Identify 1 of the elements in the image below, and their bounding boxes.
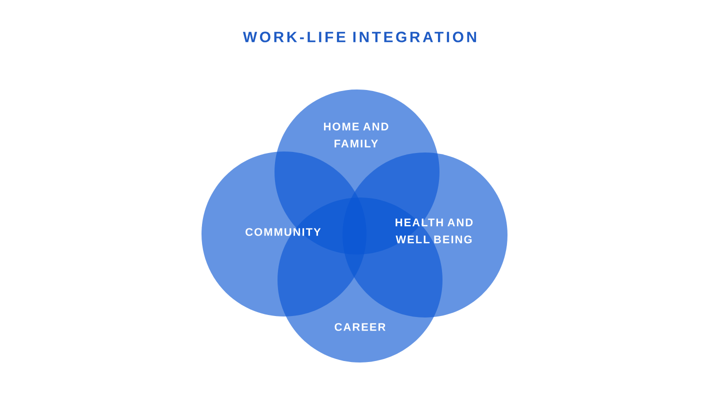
title: WORK-LIFE INTEGRATION <box>242 32 476 42</box>
